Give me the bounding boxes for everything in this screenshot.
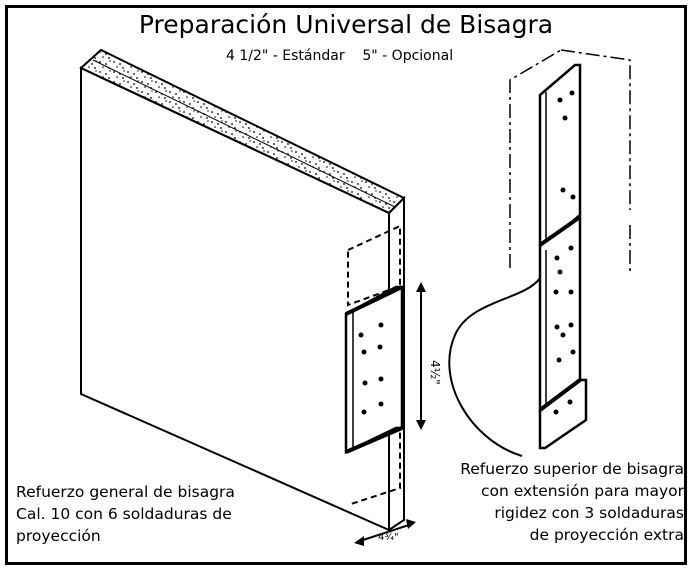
- caption-right-line: rigidez con 3 soldaduras: [494, 504, 684, 522]
- diagram-border: [5, 5, 687, 565]
- diagram-title: Preparación Universal de Bisagra: [138, 10, 554, 39]
- door-panel: [79, 48, 406, 532]
- caption-left-line: Refuerzo general de bisagra: [16, 483, 235, 501]
- caption-left: Refuerzo general de bisagra Cal. 10 con …: [16, 481, 235, 547]
- reinforcement-lower-dashed: [347, 426, 401, 506]
- leader-line: [448, 277, 541, 457]
- reinforcement-upper-dashed: [347, 224, 401, 307]
- diagram-subtitle: 4 1/2" - Estándar 5" - Opcional: [226, 48, 454, 64]
- door-hinge-screw-holes: [358, 322, 384, 415]
- frame-jamb-outline: [509, 49, 631, 275]
- door-inner-edge: [92, 59, 396, 208]
- dimension-door-label: 4½": [428, 360, 442, 385]
- caption-left-line: proyección: [16, 527, 101, 545]
- caption-right-line: de proyección extra: [529, 526, 684, 544]
- dimension-4-1-2: [416, 282, 426, 430]
- dimension-bottom-label: 4¾": [378, 532, 399, 543]
- extended-hinge-screw-holes: [553, 90, 576, 415]
- extended-hinge-reinforcement: [538, 63, 588, 450]
- caption-left-line: Cal. 10 con 6 soldaduras de: [16, 505, 232, 523]
- dimension-bottom: [354, 519, 416, 546]
- door-hinge-reinforcement: [344, 224, 404, 506]
- caption-right-line: con extensión para mayor: [480, 482, 684, 500]
- caption-right-line: Refuerzo superior de bisagra: [460, 460, 684, 478]
- caption-right: Refuerzo superior de bisagra con extensi…: [460, 458, 684, 546]
